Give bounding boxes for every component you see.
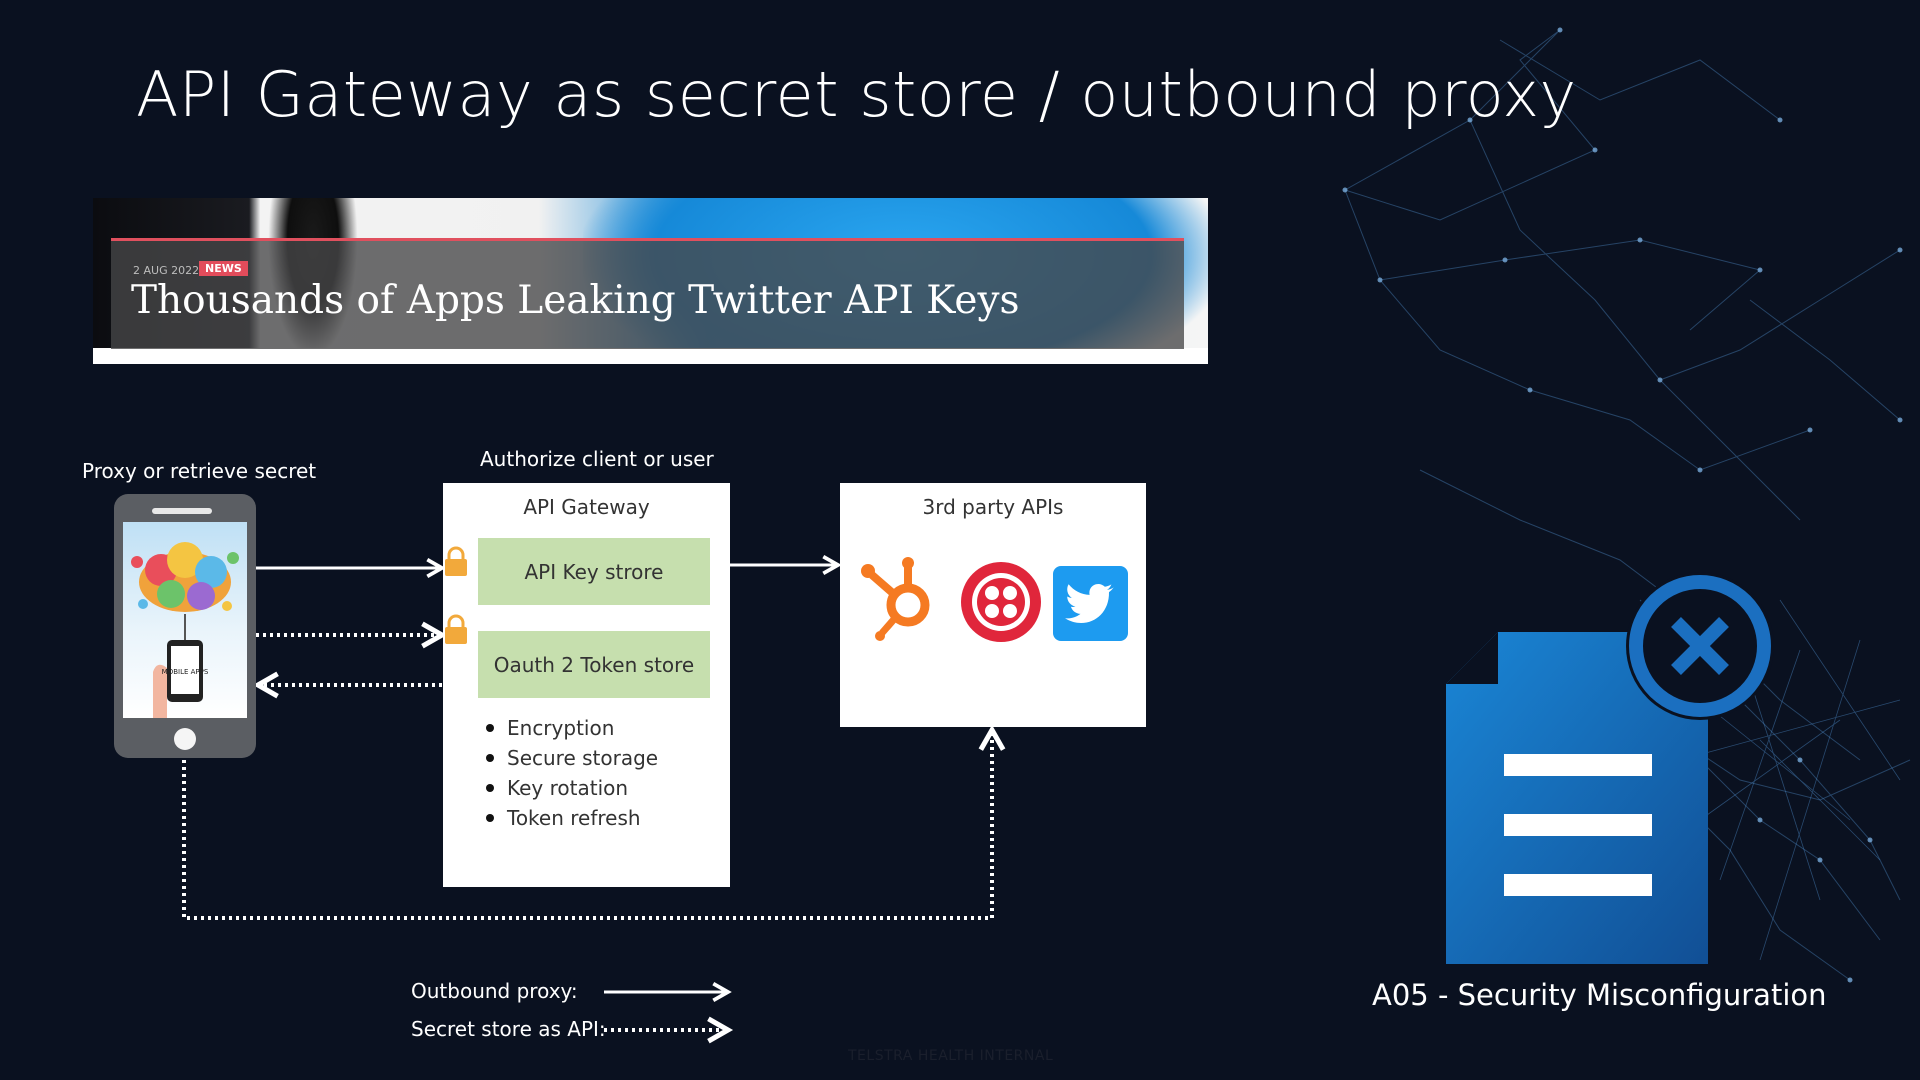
feature-item: Key rotation [477,773,658,803]
legend-outbound-proxy: Outbound proxy: [411,979,578,1003]
owasp-a05-label: A05 - Security Misconfiguration [1372,978,1827,1012]
phone-label: Proxy or retrieve secret [82,459,317,483]
direct-secret-arrow [182,724,1006,920]
gateway-feature-list: Encryption Secure storage Key rotation T… [477,713,658,833]
api-gateway-box[interactable]: API Gateway API Key strore Oauth 2 Token… [443,483,730,887]
mobile-phone: MOBILE APPS [114,494,256,758]
document-error-icon [1446,572,1774,964]
api-key-store-box[interactable]: API Key strore [478,538,710,605]
third-party-title: 3rd party APIs [922,495,1064,519]
phone-home-button [174,728,196,750]
news-headline: Thousands of Apps Leaking Twitter API Ke… [131,278,1020,323]
twitter-icon [1053,566,1128,641]
twilio-icon [961,562,1041,642]
news-banner-overlay [111,238,1184,349]
api-gateway-title: API Gateway [523,495,650,519]
legend-secret-store: Secret store as API: [411,1017,606,1041]
news-tag-badge: NEWS [199,261,248,276]
phone-screen-text: MOBILE APPS [162,668,209,676]
gateway-caption: Authorize client or user [480,447,714,471]
classification-footer: TELSTRA HEALTH INTERNAL [848,1048,1054,1064]
feature-item: Token refresh [477,803,658,833]
news-banner[interactable]: 2 AUG 2022 NEWS Thousands of Apps Leakin… [93,198,1208,364]
third-party-apis-box[interactable]: 3rd party APIs [840,483,1146,727]
hubspot-icon [861,557,930,641]
news-date: 2 AUG 2022 [133,264,200,277]
lock-icon [445,614,467,644]
phone-screen: MOBILE APPS [123,522,247,718]
feature-item: Encryption [477,713,658,743]
mobile-apps-icon: MOBILE APPS [131,542,239,718]
phone-speaker [152,508,212,514]
feature-item: Secure storage [477,743,658,773]
lock-icon [445,546,467,576]
slide-title: API Gateway as secret store / outbound p… [136,58,1577,131]
oauth-token-store-box[interactable]: Oauth 2 Token store [478,631,710,698]
